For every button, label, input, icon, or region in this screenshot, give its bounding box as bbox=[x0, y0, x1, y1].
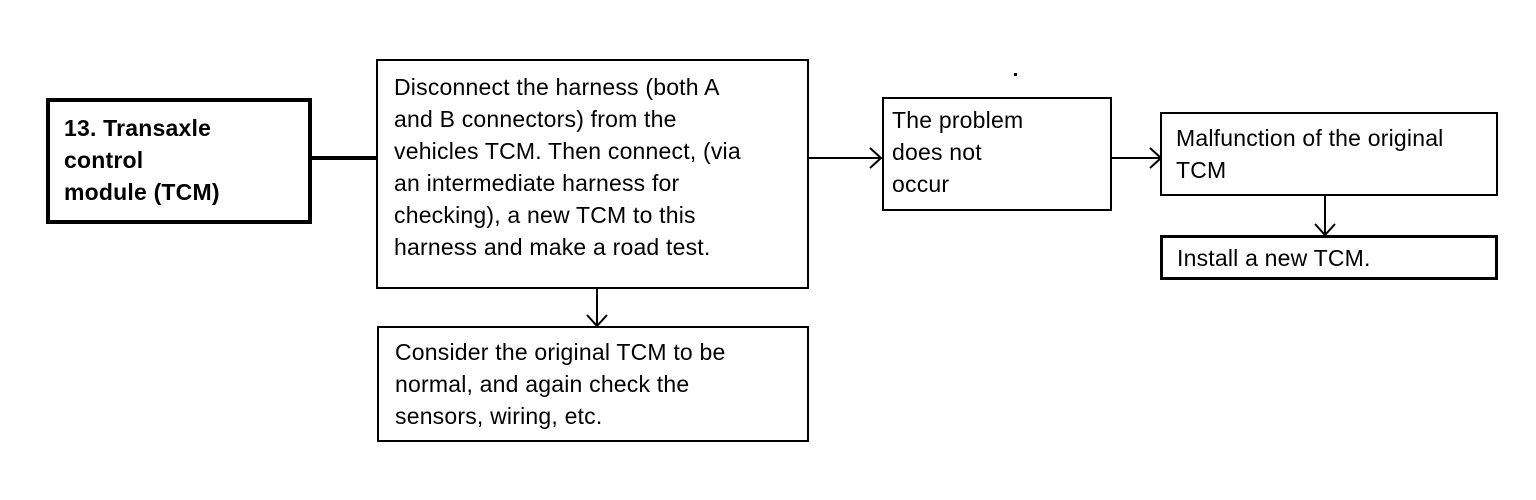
arrowhead-consider bbox=[586, 314, 608, 328]
node-problem-not-occur-text: The problem does not occur bbox=[892, 107, 1024, 197]
arrowhead-install bbox=[1314, 223, 1336, 237]
node-install-new: Install a new TCM. bbox=[1160, 235, 1498, 280]
node-problem-not-occur: The problem does not occur bbox=[882, 97, 1112, 211]
node-consider-normal-text: Consider the original TCM to be normal, … bbox=[395, 339, 726, 429]
node-malfunction: Malfunction of the original TCM bbox=[1160, 112, 1498, 196]
node-tcm-step: 13. Transaxle control module (TCM) bbox=[46, 98, 312, 224]
node-consider-normal: Consider the original TCM to be normal, … bbox=[377, 326, 809, 442]
node-tcm-step-text: 13. Transaxle control module (TCM) bbox=[64, 115, 220, 205]
node-disconnect-step-text: Disconnect the harness (both A and B con… bbox=[394, 74, 741, 260]
arrowhead-problem bbox=[869, 147, 883, 169]
node-install-new-text: Install a new TCM. bbox=[1177, 245, 1371, 271]
node-malfunction-text: Malfunction of the original TCM bbox=[1176, 125, 1444, 183]
scan-speck bbox=[1014, 73, 1017, 76]
node-disconnect-step: Disconnect the harness (both A and B con… bbox=[376, 59, 809, 289]
